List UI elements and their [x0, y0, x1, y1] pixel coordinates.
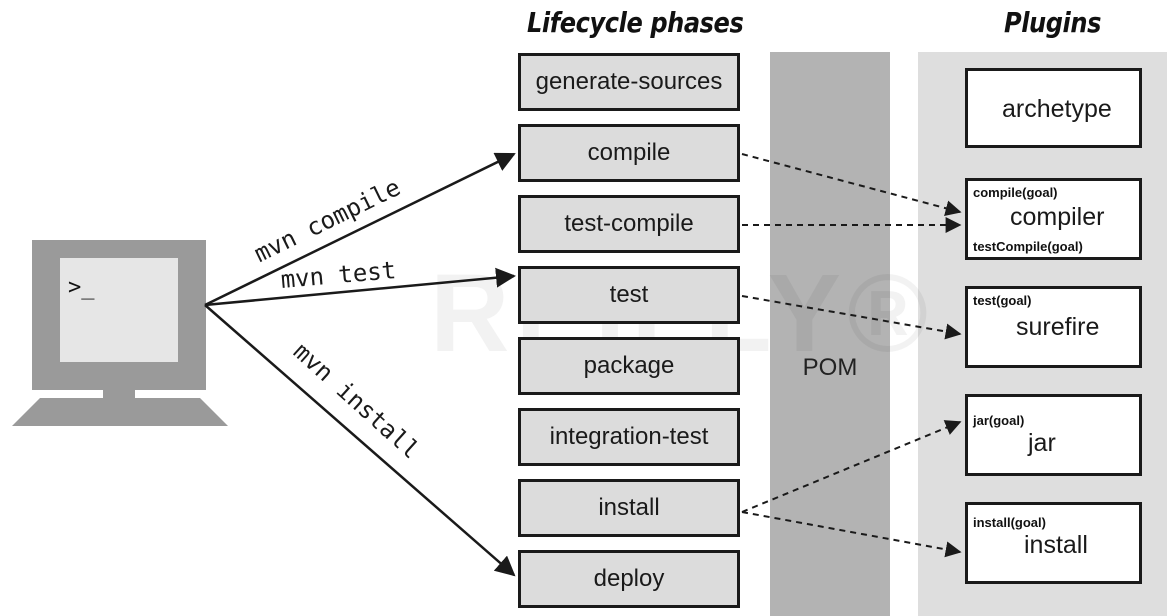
goal-arrow-install	[741, 511, 962, 558]
plugin-goal: compile(goal)	[973, 185, 1058, 200]
plugin-jar: jar(goal) jar	[965, 394, 1142, 476]
command-arrow-compile	[204, 152, 516, 307]
computer-terminal-icon: >_	[12, 240, 228, 426]
plugin-name: compiler	[1010, 203, 1105, 231]
plugin-goal: test(goal)	[973, 293, 1032, 308]
monitor-screen	[60, 258, 178, 362]
plugin-name: install	[1024, 531, 1088, 559]
plugin-surefire: test(goal) surefire	[965, 286, 1142, 368]
monitor-base	[48, 374, 190, 390]
plugin-archetype: archetype	[965, 68, 1142, 148]
plugin-name: surefire	[1016, 313, 1100, 341]
terminal-prompt: >_	[68, 275, 95, 300]
plugin-name: archetype	[1002, 95, 1112, 123]
goal-arrow-jar	[741, 420, 962, 513]
phase-package: package	[518, 337, 740, 395]
plugin-compiler: compile(goal) compiler testCompile(goal)	[965, 178, 1142, 260]
plugin-name: jar	[1028, 429, 1056, 457]
phases-header: Lifecycle phases	[527, 6, 744, 39]
command-arrow-install	[204, 304, 516, 577]
pom-label: POM	[802, 354, 858, 381]
phase-deploy: deploy	[518, 550, 740, 608]
phase-test: test	[518, 266, 740, 324]
pom-band	[770, 52, 890, 616]
plugin-goal: testCompile(goal)	[973, 239, 1083, 254]
phase-compile: compile	[518, 124, 740, 182]
goal-arrow-compile	[741, 153, 962, 217]
plugins-header: Plugins	[1004, 6, 1102, 39]
phase-integration-test: integration-test	[518, 408, 740, 466]
plugin-install: install(goal) install	[965, 502, 1142, 584]
plugin-goal: install(goal)	[973, 515, 1046, 530]
goal-arrow-test	[741, 295, 962, 340]
command-arrow-test	[204, 267, 516, 307]
keyboard	[12, 398, 228, 426]
plugin-goal: jar(goal)	[973, 413, 1025, 428]
phase-install: install	[518, 479, 740, 537]
phase-generate-sources: generate-sources	[518, 53, 740, 111]
phase-test-compile: test-compile	[518, 195, 740, 253]
